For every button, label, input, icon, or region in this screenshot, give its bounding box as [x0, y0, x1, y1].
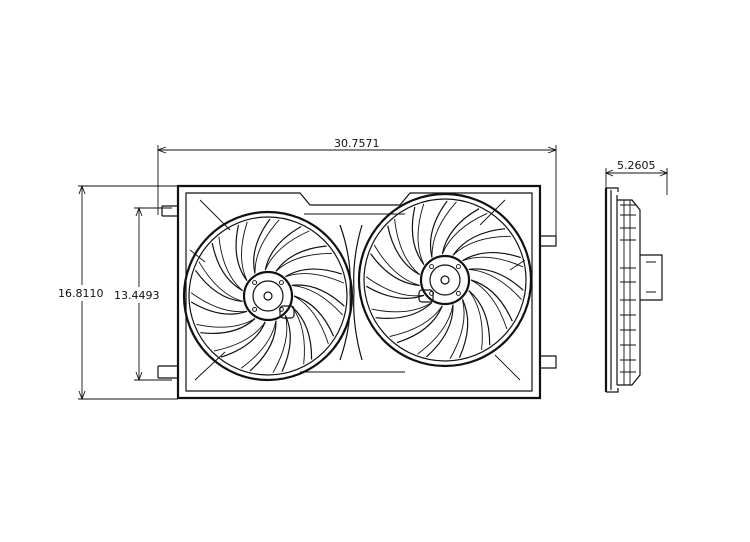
left-fan-hub-bolt: [252, 306, 258, 312]
right-fan-blade-edge: [365, 276, 425, 297]
left-fan-blade-edge: [272, 315, 288, 374]
right-fan-blade: [396, 305, 443, 344]
right-fan-blade: [452, 228, 506, 256]
right-fan-blade-edge: [449, 299, 465, 360]
left-fan-blade-edge: [214, 321, 266, 352]
right-fan-blade-edge: [462, 256, 524, 268]
left-fan-blade-edge: [291, 284, 343, 316]
right-fan-blade-edge: [371, 302, 433, 313]
right-fan-blade: [411, 206, 425, 266]
left-fan-outer-ring: [182, 210, 354, 382]
right-fan-blade: [426, 304, 454, 358]
fans: [182, 192, 533, 382]
left-fan-blade-edge: [254, 219, 280, 274]
left-fan-hub-center: [263, 291, 273, 301]
right-fan-blade: [458, 299, 469, 358]
left-fan-hub-inner: [252, 280, 284, 312]
right-fan-blade: [375, 302, 433, 319]
right-fan-blade-edge: [468, 290, 483, 351]
right-fan-hub-center: [440, 275, 450, 285]
right-fan-blade: [429, 200, 448, 258]
right-fan-blade-edge: [452, 235, 511, 256]
right-fan-hub-bolt: [429, 264, 435, 270]
right-fan-blade-edge: [373, 244, 420, 286]
left-fan-blade-edge: [241, 221, 248, 281]
width-dimension: 30.7571: [156, 137, 558, 245]
left-fan-blade: [275, 245, 327, 272]
left-fan-blade-edge: [196, 318, 256, 328]
left-fan-inner-ring: [188, 216, 348, 376]
left-fan-blade-edge: [285, 273, 345, 284]
left-fan-blade-edge: [240, 320, 277, 369]
left-fan-blade: [235, 224, 248, 282]
left-fan-blade: [190, 301, 248, 315]
left-fan-blade: [291, 306, 313, 360]
right-fan-blade-edge: [417, 304, 454, 355]
right-fan-blade: [462, 252, 521, 262]
left-fan-blade: [293, 295, 335, 337]
left-fan-blade: [264, 225, 302, 271]
right-fan-blade-edge: [468, 268, 522, 300]
right-fan-blade-edge: [470, 279, 508, 330]
left-fan: [182, 210, 354, 382]
left-fan-hub-bolt: [252, 280, 258, 286]
right-fan-blade: [470, 279, 513, 322]
left-fan-blade: [285, 268, 342, 278]
width-dimension-label: 30.7571: [334, 137, 380, 150]
left-fan-blade-edge: [190, 292, 248, 313]
left-fan-blade: [291, 284, 345, 307]
right-fan-blade-edge: [441, 212, 488, 255]
left-fan-blade-edge: [275, 252, 333, 272]
shroud-frame: [157, 184, 557, 400]
depth-dimension-label: 5.2605: [617, 159, 656, 172]
right-fan-hub: [419, 254, 471, 306]
side-view: [604, 187, 663, 393]
left-fan-hub: [242, 270, 294, 322]
right-fan-inner-ring: [363, 198, 527, 362]
right-fan-blade: [370, 253, 420, 286]
right-fan-blade: [468, 290, 491, 346]
right-fan: [357, 192, 533, 368]
depth-dimension: 5.2605: [604, 159, 669, 195]
left-fan-blade: [249, 320, 277, 372]
right-fan-blade-edge: [394, 219, 420, 275]
overall-height-dimension: 16.8110: [56, 184, 178, 401]
right-fan-hub-bolt: [455, 290, 461, 296]
overall-height-label: 16.8110: [58, 287, 104, 300]
left-fan-blade: [200, 318, 256, 334]
left-fan-blade-edge: [218, 236, 243, 291]
left-fan-blade-edge: [198, 261, 243, 302]
right-fan-outer-ring: [357, 192, 533, 368]
left-fan-blade-edge: [264, 230, 310, 271]
inner-height-label: 13.4493: [114, 289, 160, 302]
left-fan-blade: [194, 269, 243, 302]
left-fan-blade: [220, 321, 266, 358]
right-fan-blade: [387, 225, 420, 276]
right-fan-blade: [468, 268, 524, 291]
right-fan-blade-edge: [417, 203, 425, 265]
right-fan-hub-inner: [429, 264, 461, 296]
left-fan-blade: [281, 315, 291, 372]
left-fan-hub-bolt: [278, 280, 284, 286]
left-fan-blade: [211, 242, 243, 292]
left-fan-blade-edge: [293, 295, 329, 344]
inner-height-dimension: 13.4493: [112, 206, 172, 382]
right-fan-hub-bolt: [455, 264, 461, 270]
left-fan-blade: [253, 218, 271, 274]
right-fan-blade: [441, 208, 480, 255]
right-fan-blade-edge: [431, 201, 457, 258]
right-fan-motor-connector: [418, 289, 434, 303]
right-fan-blade-edge: [389, 305, 443, 337]
left-fan-motor-connector: [279, 305, 295, 319]
